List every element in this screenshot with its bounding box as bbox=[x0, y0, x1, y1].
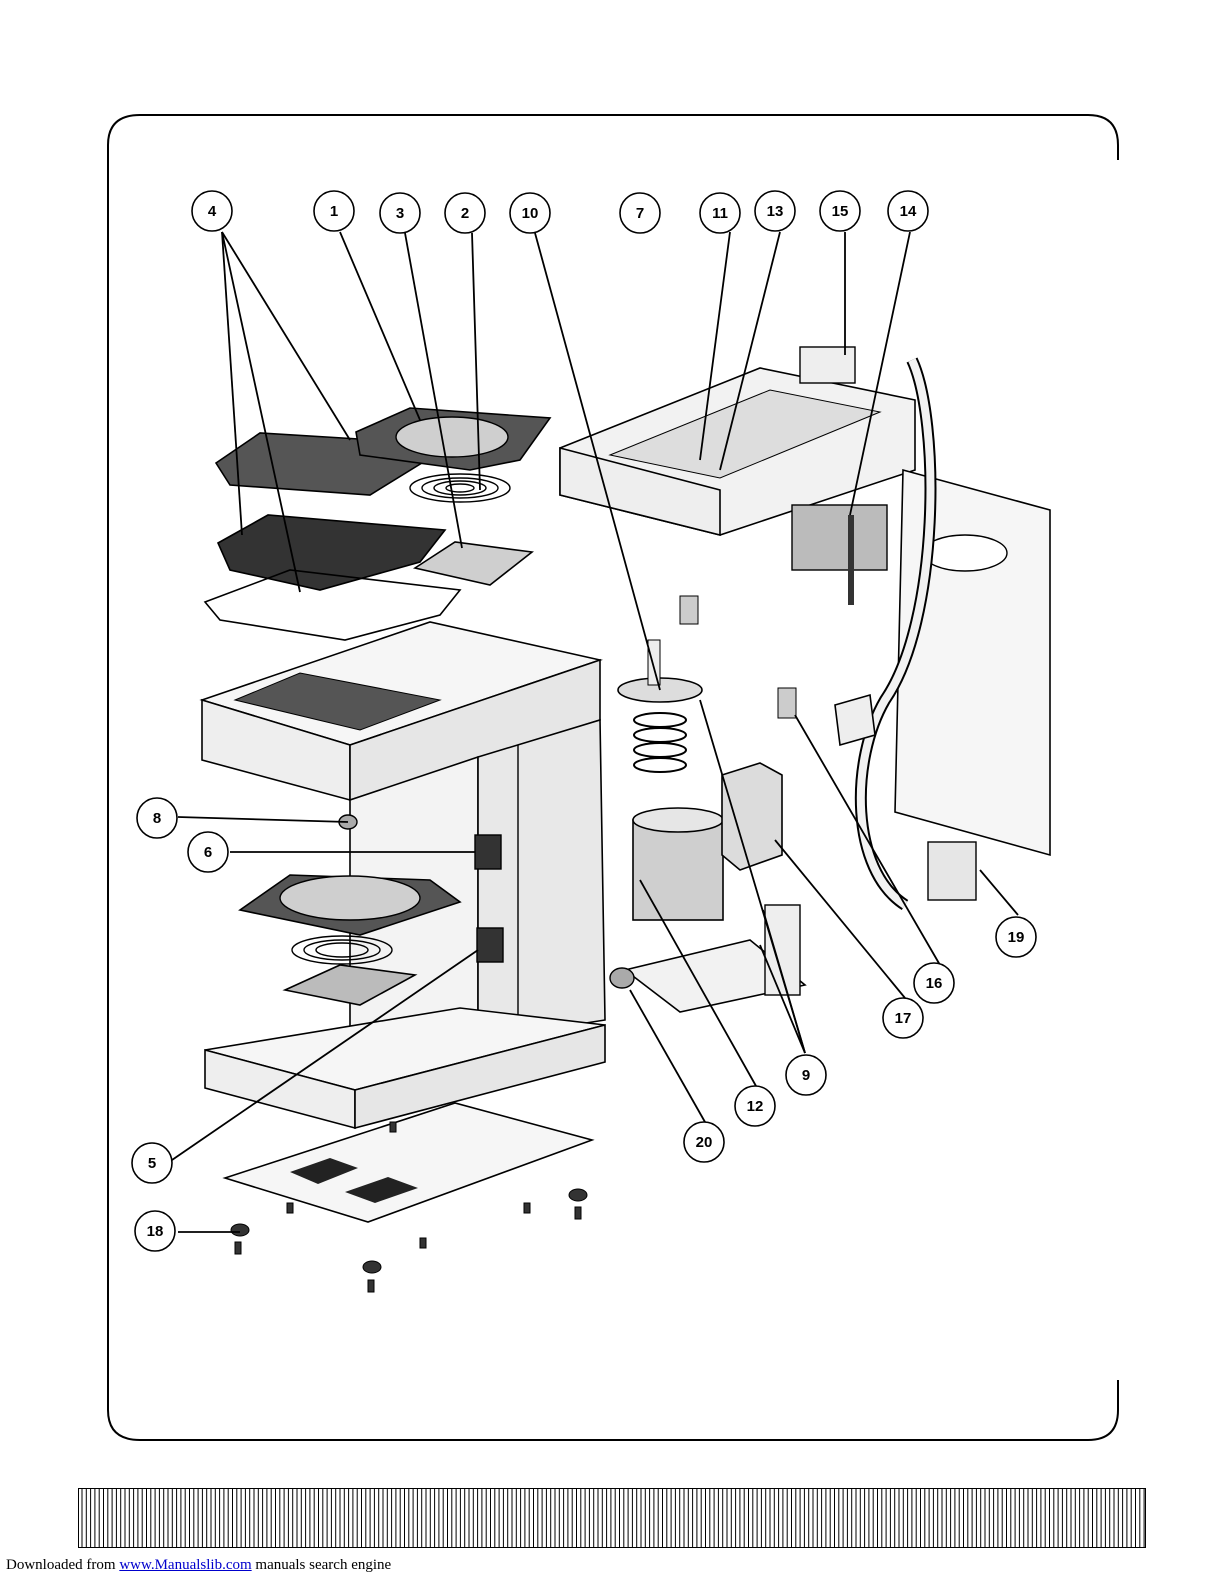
callout-number: 14 bbox=[900, 203, 917, 220]
callout-number: 15 bbox=[832, 203, 849, 220]
warmer-plate-lower-disc bbox=[280, 876, 420, 920]
callout-number: 9 bbox=[802, 1067, 810, 1084]
switch-upper bbox=[475, 835, 501, 869]
footer-prefix: Downloaded from bbox=[6, 1557, 119, 1573]
callout-15: 15 bbox=[820, 191, 860, 231]
switch-lower bbox=[477, 928, 503, 962]
callout-number: 13 bbox=[767, 203, 784, 220]
float-switch bbox=[800, 347, 855, 383]
callout-number: 19 bbox=[1008, 929, 1025, 946]
footer-hatched-bar bbox=[78, 1488, 1146, 1548]
callout-number: 6 bbox=[204, 844, 212, 861]
insulation-sheet-top bbox=[415, 542, 532, 585]
callout-number: 1 bbox=[330, 203, 338, 220]
spray-head-tray bbox=[218, 515, 445, 590]
callout-17: 17 bbox=[883, 998, 923, 1038]
callout-number: 8 bbox=[153, 810, 161, 827]
heater-coil bbox=[634, 713, 686, 772]
terminal-block bbox=[680, 596, 698, 624]
switch-bracket bbox=[835, 695, 875, 745]
callout-number: 20 bbox=[696, 1134, 713, 1151]
callout-19: 19 bbox=[996, 917, 1036, 957]
callout-4: 4 bbox=[192, 191, 232, 231]
callout-number: 12 bbox=[747, 1098, 764, 1115]
callout-5: 5 bbox=[132, 1143, 172, 1183]
callout-9: 9 bbox=[786, 1055, 826, 1095]
footer-download-note: Downloaded from www.Manualslib.com manua… bbox=[6, 1557, 391, 1574]
callout-number: 16 bbox=[926, 975, 943, 992]
bracket-upright bbox=[765, 905, 800, 995]
callout-1: 1 bbox=[314, 191, 354, 231]
back-panel-hole bbox=[923, 535, 1007, 571]
callout-number: 18 bbox=[147, 1223, 164, 1240]
thermostat-box bbox=[722, 763, 782, 870]
callout-18: 18 bbox=[135, 1211, 175, 1251]
footer-suffix: manuals search engine bbox=[252, 1557, 392, 1573]
heater-tank-top bbox=[633, 808, 723, 832]
back-panel bbox=[895, 470, 1050, 855]
heater-tank bbox=[633, 820, 723, 920]
parts-group bbox=[202, 347, 1050, 1292]
callout-number: 17 bbox=[895, 1010, 912, 1027]
callout-number: 10 bbox=[522, 205, 539, 222]
callout-14: 14 bbox=[888, 191, 928, 231]
callout-number: 3 bbox=[396, 205, 404, 222]
callout-13: 13 bbox=[755, 191, 795, 231]
callout-20: 20 bbox=[684, 1122, 724, 1162]
drain-fitting bbox=[610, 968, 634, 988]
warmer-plate-top-disc bbox=[396, 417, 508, 457]
heater-tube bbox=[648, 640, 660, 685]
body-column-side bbox=[478, 720, 605, 1040]
callout-number: 11 bbox=[712, 205, 728, 222]
callout-11: 11 bbox=[700, 193, 740, 233]
bottom-plate bbox=[225, 1103, 592, 1222]
limit-switch bbox=[778, 688, 796, 718]
callout-7: 7 bbox=[620, 193, 660, 233]
callout-12: 12 bbox=[735, 1086, 775, 1126]
callout-2: 2 bbox=[445, 193, 485, 233]
callout-number: 4 bbox=[208, 203, 217, 220]
callout-6: 6 bbox=[188, 832, 228, 872]
callout-8: 8 bbox=[137, 798, 177, 838]
callout-number: 5 bbox=[148, 1155, 156, 1172]
thermostat-sensor bbox=[848, 515, 854, 605]
tank-valve bbox=[792, 505, 887, 570]
callout-number: 2 bbox=[461, 205, 469, 222]
solenoid-valve bbox=[928, 842, 976, 900]
callout-10: 10 bbox=[510, 193, 550, 233]
manualslib-link[interactable]: www.Manualslib.com bbox=[119, 1557, 251, 1573]
heating-coil-top bbox=[410, 474, 510, 502]
callout-number: 7 bbox=[636, 205, 644, 222]
callout-16: 16 bbox=[914, 963, 954, 1003]
callout-3: 3 bbox=[380, 193, 420, 233]
